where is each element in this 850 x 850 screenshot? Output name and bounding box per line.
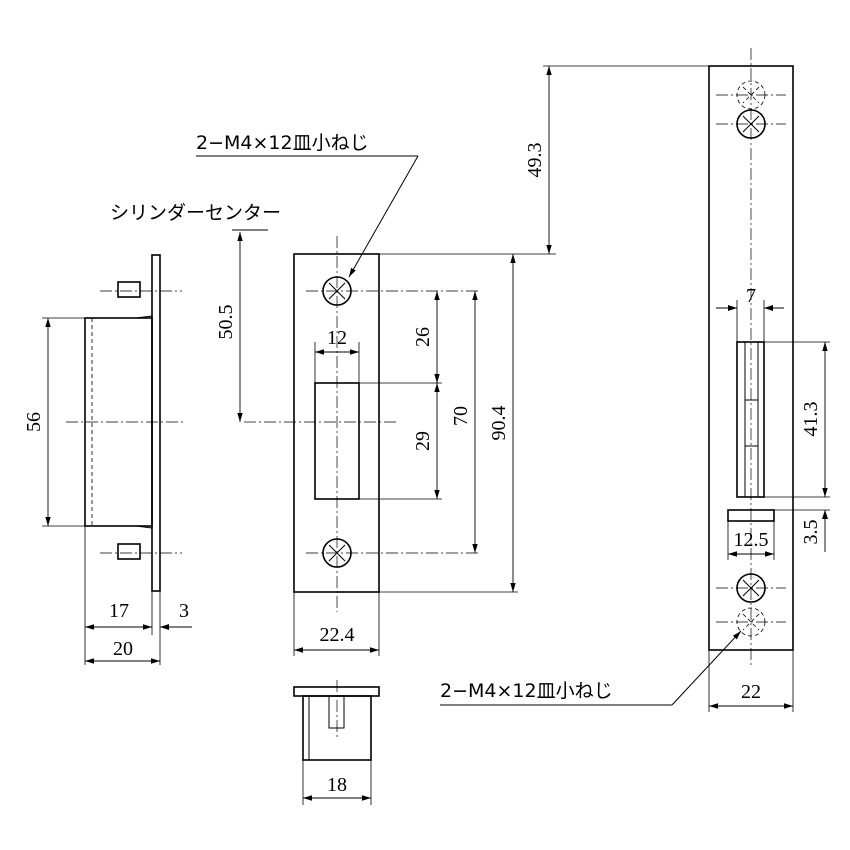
dim-faceplate-width: 22 [741, 681, 761, 703]
side-flange [151, 254, 161, 592]
dim-upper-to-center: 26 [412, 327, 434, 347]
deadbolt [736, 341, 765, 498]
dim-gap: 3.5 [800, 520, 822, 545]
screw-icon [736, 573, 766, 603]
side-view: 56 17 3 20 [23, 254, 192, 665]
cylinder-center-annotation: シリンダーセンター 50.5 [110, 202, 281, 422]
dim-cylinder-offset: 50.5 [215, 305, 237, 340]
dim-opening-width: 12 [327, 327, 347, 349]
side-pin-top [117, 281, 141, 298]
label-screw-bottom: 2−M4×12皿小ねじ [440, 680, 613, 702]
dim-top-offset: 49.3 [524, 143, 546, 178]
label-screw-top: 2−M4×12皿小ねじ [196, 132, 369, 154]
dim-side-depth: 17 [109, 600, 129, 622]
strike-plate-front: 2−M4×12皿小ねじ 12 26 29 70 90.4 22.4 [196, 132, 556, 656]
dim-bolt-height: 41.3 [800, 402, 822, 437]
screw-icon [736, 109, 766, 139]
hidden-screw-icon [736, 80, 766, 110]
dim-latch-width: 12.5 [734, 529, 769, 551]
box-pin [328, 695, 345, 729]
screw-icon [322, 276, 352, 306]
box-flange [293, 686, 380, 697]
dim-box-width: 18 [327, 774, 347, 796]
label-cylinder-center: シリンダーセンター [110, 202, 281, 224]
dim-plate-height: 90.4 [488, 406, 510, 441]
screw-icon [322, 538, 352, 568]
dim-side-height: 56 [23, 412, 45, 432]
side-pin-bottom [117, 543, 141, 560]
latch [727, 509, 775, 522]
dim-side-total: 20 [113, 638, 133, 660]
faceplate: 49.3 7 41.3 3.5 12.5 2−M4×12皿小ねじ 22 [440, 48, 830, 712]
strike-box-bottom-view: 18 [293, 680, 380, 805]
dim-side-flange: 3 [179, 600, 189, 622]
dim-center-to-bottom: 29 [412, 431, 434, 451]
dim-plate-width: 22.4 [320, 624, 355, 646]
hidden-screw-icon [736, 607, 766, 637]
dim-hole-pitch: 70 [450, 406, 472, 426]
dim-bolt-width: 7 [746, 285, 756, 307]
strike-plate-outline [293, 253, 380, 593]
